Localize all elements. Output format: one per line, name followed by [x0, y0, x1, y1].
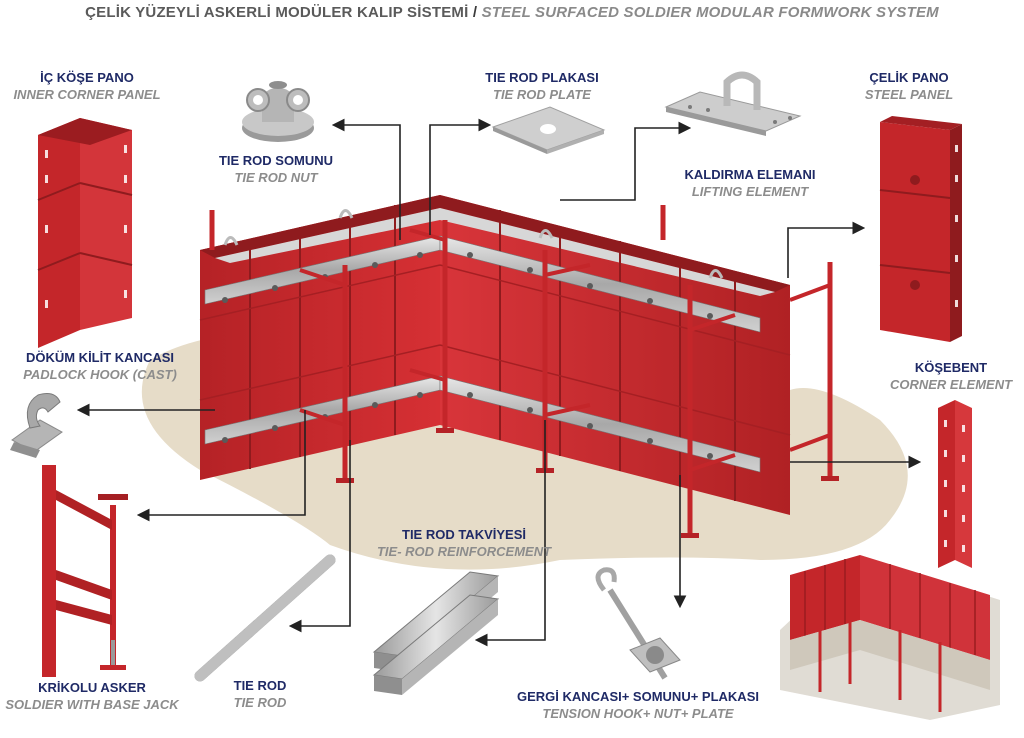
label-corner-element: KÖŞEBENT CORNER ELEMENT [878, 359, 1024, 393]
label-en: TENSION HOOK+ NUT+ PLATE [542, 706, 734, 721]
label-en: TIE ROD PLATE [493, 87, 591, 102]
label-tie-rod: TIE ROD TIE ROD [205, 677, 315, 711]
main-formwork [199, 195, 839, 538]
label-inner-corner-panel: İÇ KÖŞE PANO INNER CORNER PANEL [12, 69, 162, 103]
tie-rod-reinforcement-image [372, 571, 500, 695]
padlock-hook-image [10, 393, 63, 458]
page-title: ÇELİK YÜZEYLİ ASKERLİ MODÜLER KALIP SİST… [0, 4, 1024, 21]
label-en: LIFTING ELEMENT [691, 184, 809, 199]
label-lifting-element: KALDIRMA ELEMANI LIFTING ELEMENT [665, 166, 835, 200]
leader-lines [76, 118, 922, 647]
label-steel-panel: ÇELİK PANO STEEL PANEL [844, 69, 974, 103]
label-tr: TIE ROD SOMUNU [218, 153, 334, 168]
label-tr: GERGİ KANCASI+ SOMUNU+ PLAKASI [517, 689, 759, 704]
tie-rod-plate-image [491, 106, 606, 154]
arrow-tie-rod [288, 440, 351, 633]
label-en: TIE ROD [233, 695, 287, 710]
label-tr: İÇ KÖŞE PANO [40, 70, 134, 85]
label-soldier: KRİKOLU ASKER SOLDIER WITH BASE JACK [2, 679, 182, 713]
label-en: PADLOCK HOOK (CAST) [23, 367, 177, 382]
label-en: INNER CORNER PANEL [13, 87, 161, 102]
label-tr: KÖŞEBENT [914, 360, 988, 375]
arrow-reinforcement [474, 420, 546, 647]
arrow-lifting [560, 121, 692, 201]
label-tr: KALDIRMA ELEMANI [684, 167, 816, 182]
steel-panel-image [879, 116, 962, 342]
left-wall-face [200, 195, 440, 480]
tension-hook-image [595, 567, 681, 680]
arrow-tie-rod-nut [331, 118, 401, 240]
label-tie-rod-plate: TIE ROD PLAKASI TIE ROD PLATE [462, 69, 622, 103]
lifting-element-image [664, 71, 802, 136]
label-tie-rod-reinforcement: TIE ROD TAKVİYESİ TIE- ROD REINFORCEMENT [364, 526, 564, 560]
title-turkish: ÇELİK YÜZEYLİ ASKERLİ MODÜLER KALIP SİST… [85, 4, 469, 21]
corner-element-image [938, 400, 972, 568]
label-tr: TIE ROD TAKVİYESİ [402, 527, 526, 542]
label-tension-hook: GERGİ KANCASI+ SOMUNU+ PLAKASI TENSION H… [503, 688, 773, 722]
label-en: CORNER ELEMENT [889, 377, 1013, 392]
arrow-steel-panel [787, 221, 866, 278]
label-tr: TIE ROD PLAKASI [485, 70, 599, 85]
installed-formwork-photo [780, 555, 1000, 720]
label-tr: ÇELİK PANO [869, 70, 949, 85]
label-tr: KRİKOLU ASKER [38, 680, 146, 695]
inner-corner-panel-image [37, 118, 133, 348]
label-en: TIE- ROD REINFORCEMENT [376, 544, 552, 559]
label-tr: TIE ROD [233, 678, 287, 693]
tie-rod-image [194, 554, 336, 682]
title-english: STEEL SURFACED SOLDIER MODULAR FORMWORK … [481, 4, 939, 21]
label-en: SOLDIER WITH BASE JACK [5, 697, 179, 712]
soldier-image [42, 465, 128, 677]
title-separator: / [472, 4, 478, 21]
arrow-soldier [136, 410, 306, 522]
wall-top-edge [200, 195, 790, 292]
label-padlock-hook: DÖKÜM KİLİT KANCASI PADLOCK HOOK (CAST) [10, 349, 190, 383]
label-tr: DÖKÜM KİLİT KANCASI [25, 350, 175, 365]
arrow-tie-rod-plate [429, 118, 492, 235]
label-en: TIE ROD NUT [234, 170, 318, 185]
tie-rod-nut-image [242, 81, 314, 142]
label-en: STEEL PANEL [864, 87, 954, 102]
label-tie-rod-nut: TIE ROD SOMUNU TIE ROD NUT [196, 152, 356, 186]
